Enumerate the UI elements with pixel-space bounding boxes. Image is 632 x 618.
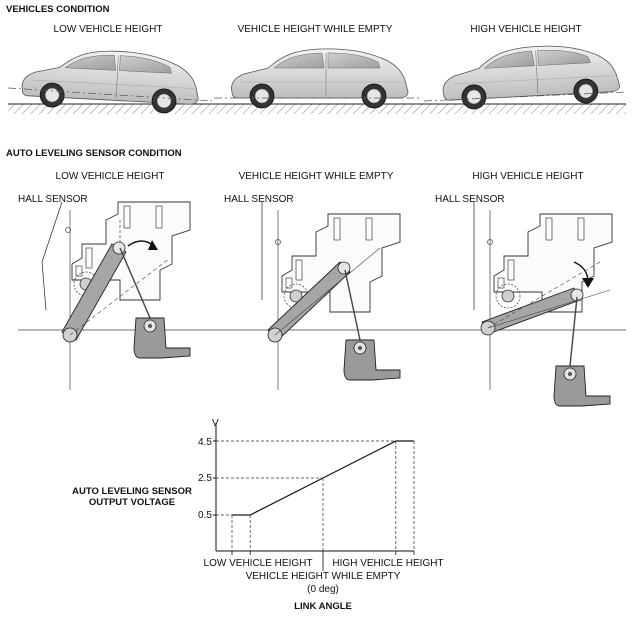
sensor-label-empty: VEHICLE HEIGHT WHILE EMPTY: [238, 171, 394, 182]
hall-sensor-label-1: HALL SENSOR: [18, 194, 88, 205]
vehicle-label-high: HIGH VEHICLE HEIGHT: [470, 24, 582, 35]
hall-sensor-label-3: HALL SENSOR: [435, 194, 505, 205]
vehicle-label-low: LOW VEHICLE HEIGHT: [53, 24, 163, 35]
sensor-unit-high: [473, 202, 613, 407]
y-axis-title-line1: AUTO LEVELING SENSOR: [72, 486, 192, 497]
vehicles-condition-title: VEHICLES CONDITION: [6, 4, 110, 15]
hall-sensor-leader-1: [41, 201, 63, 263]
x-label-high: HIGH VEHICLE HEIGHT: [332, 558, 444, 569]
y-axis-unit: V: [212, 418, 219, 429]
sensor-label-high: HIGH VEHICLE HEIGHT: [472, 171, 584, 182]
hall-sensor-label-2: HALL SENSOR: [224, 194, 294, 205]
y-tick-4-5: 4.5: [198, 437, 212, 448]
sensor-condition-title: AUTO LEVELING SENSOR CONDITION: [6, 148, 182, 159]
y-axis-title-line2: OUTPUT VOLTAGE: [88, 497, 176, 508]
x-axis-title: LINK ANGLE: [294, 601, 352, 612]
sensor-unit-empty: [261, 202, 401, 390]
x-label-empty: VEHICLE HEIGHT WHILE EMPTY: [245, 571, 401, 582]
vehicle-label-empty: VEHICLE HEIGHT WHILE EMPTY: [237, 24, 393, 35]
y-tick-0-5: 0.5: [198, 510, 212, 521]
x-label-empty-sub: (0 deg): [307, 584, 339, 595]
sensor-unit-low: [41, 201, 191, 390]
y-tick-2-5: 2.5: [198, 473, 212, 484]
x-label-low: LOW VEHICLE HEIGHT: [203, 558, 313, 569]
sensor-label-low: LOW VEHICLE HEIGHT: [55, 171, 165, 182]
